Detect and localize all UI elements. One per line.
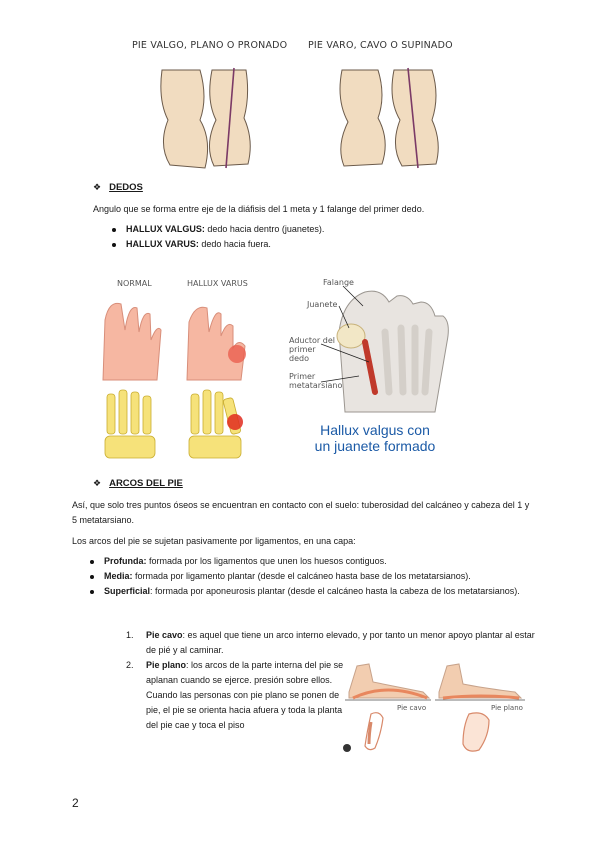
arcos-paragraph-2: Los arcos del pie se sujetan pasivamente… [72,536,356,546]
desc-superficial: : formada por aponeurosis plantar (desde… [150,586,520,596]
hallux-valgus-anatomy-figure: Falange Juanete Aductor del primer dedo … [285,272,465,462]
desc-pie-plano: : los arcos de la parte interna del pie … [146,660,344,730]
page-number: 2 [72,796,79,810]
list-item-pie-cavo: 1. Pie cavo: es aquel que tiene un arco i… [126,628,538,658]
section-heading-dedos: ❖ DEDOS [93,182,143,193]
hallux-comparison-figure: NORMAL HALLUX VARUS [95,272,265,462]
item-number: 2. [126,660,134,670]
foot-types-list: 1.Pie cavo: es aquel que tiene un arco i… [126,628,538,733]
arch-drawing [343,663,525,752]
arcos-layers-list: Profunda: formada por los ligamentos que… [88,554,533,599]
arcos-paragraph-1: Así, que solo tres puntos óseos se encue… [72,500,530,525]
caption-pie-varo: PIE VARO, CAVO O SUPINADO [308,40,453,51]
label-normal: NORMAL [117,279,152,288]
term-superficial: Superficial [104,586,151,596]
figure-caption-line-2: un juanete formado [314,438,436,454]
pie-varo-illustration [339,67,439,169]
pie-valgo-illustration [160,67,251,169]
list-item: Superficial: formada por aponeurosis pla… [88,584,533,599]
list-item: Profunda: formada por los ligamentos que… [88,554,533,569]
label-falange: Falange [323,278,354,287]
term-pie-plano: Pie plano [146,660,187,670]
figure-caption-line-1: Hallux valgus con [320,422,430,438]
dedos-list: HALLUX VALGUS: dedo hacia dentro (juanet… [110,222,530,252]
term-hallux-varus: HALLUX VARUS: [126,239,199,249]
feet-alignment-figure [160,67,439,169]
section-title-dedos: DEDOS [109,182,143,193]
term-profunda: Profunda: [104,556,147,566]
dedos-intro: Angulo que se forma entre eje de la diáf… [93,204,425,214]
section-heading-arcos: ❖ ARCOS DEL PIE [93,478,183,489]
list-item-pie-plano: 2. Pie plano: los arcos de la parte inter… [126,658,346,733]
term-pie-cavo: Pie cavo [146,630,183,640]
desc-pie-cavo: : es aquel que tiene un arco interno ele… [146,630,535,655]
label-pie-cavo: Pie cavo [397,704,427,712]
label-aductor: Aductor del primer dedo [289,336,335,363]
label-primer-metatarsiano: Primer metatarsiano [289,372,343,390]
hallux-feet-drawing [102,302,246,459]
desc-hallux-valgus: dedo hacia dentro (juanetes). [204,224,325,234]
desc-hallux-varus: dedo hacia fuera. [198,239,271,249]
anatomy-drawing [320,285,449,413]
list-item: HALLUX VARUS: dedo hacia fuera. [110,237,530,252]
list-item: Media: formada por ligamento plantar (de… [88,569,533,584]
item-number: 1. [126,630,134,640]
diamond-bullet-icon: ❖ [93,182,102,192]
term-media: Media: [104,571,133,581]
term-hallux-valgus: HALLUX VALGUS: [126,224,205,234]
section-title-arcos: ARCOS DEL PIE [109,478,183,489]
desc-profunda: formada por los ligamentos que unen los … [146,556,387,566]
list-item: HALLUX VALGUS: dedo hacia dentro (juanet… [110,222,530,237]
caption-pie-valgo: PIE VALGO, PLANO O PRONADO [132,40,288,51]
desc-media: formada por ligamento plantar (desde el … [132,571,471,581]
arch-comparison-figure: Pie cavo Pie plano [343,656,529,756]
label-juanete: Juanete [307,300,338,309]
label-hallux-varus: HALLUX VARUS [187,279,248,288]
diamond-bullet-icon: ❖ [93,478,102,488]
label-pie-plano: Pie plano [491,704,523,712]
